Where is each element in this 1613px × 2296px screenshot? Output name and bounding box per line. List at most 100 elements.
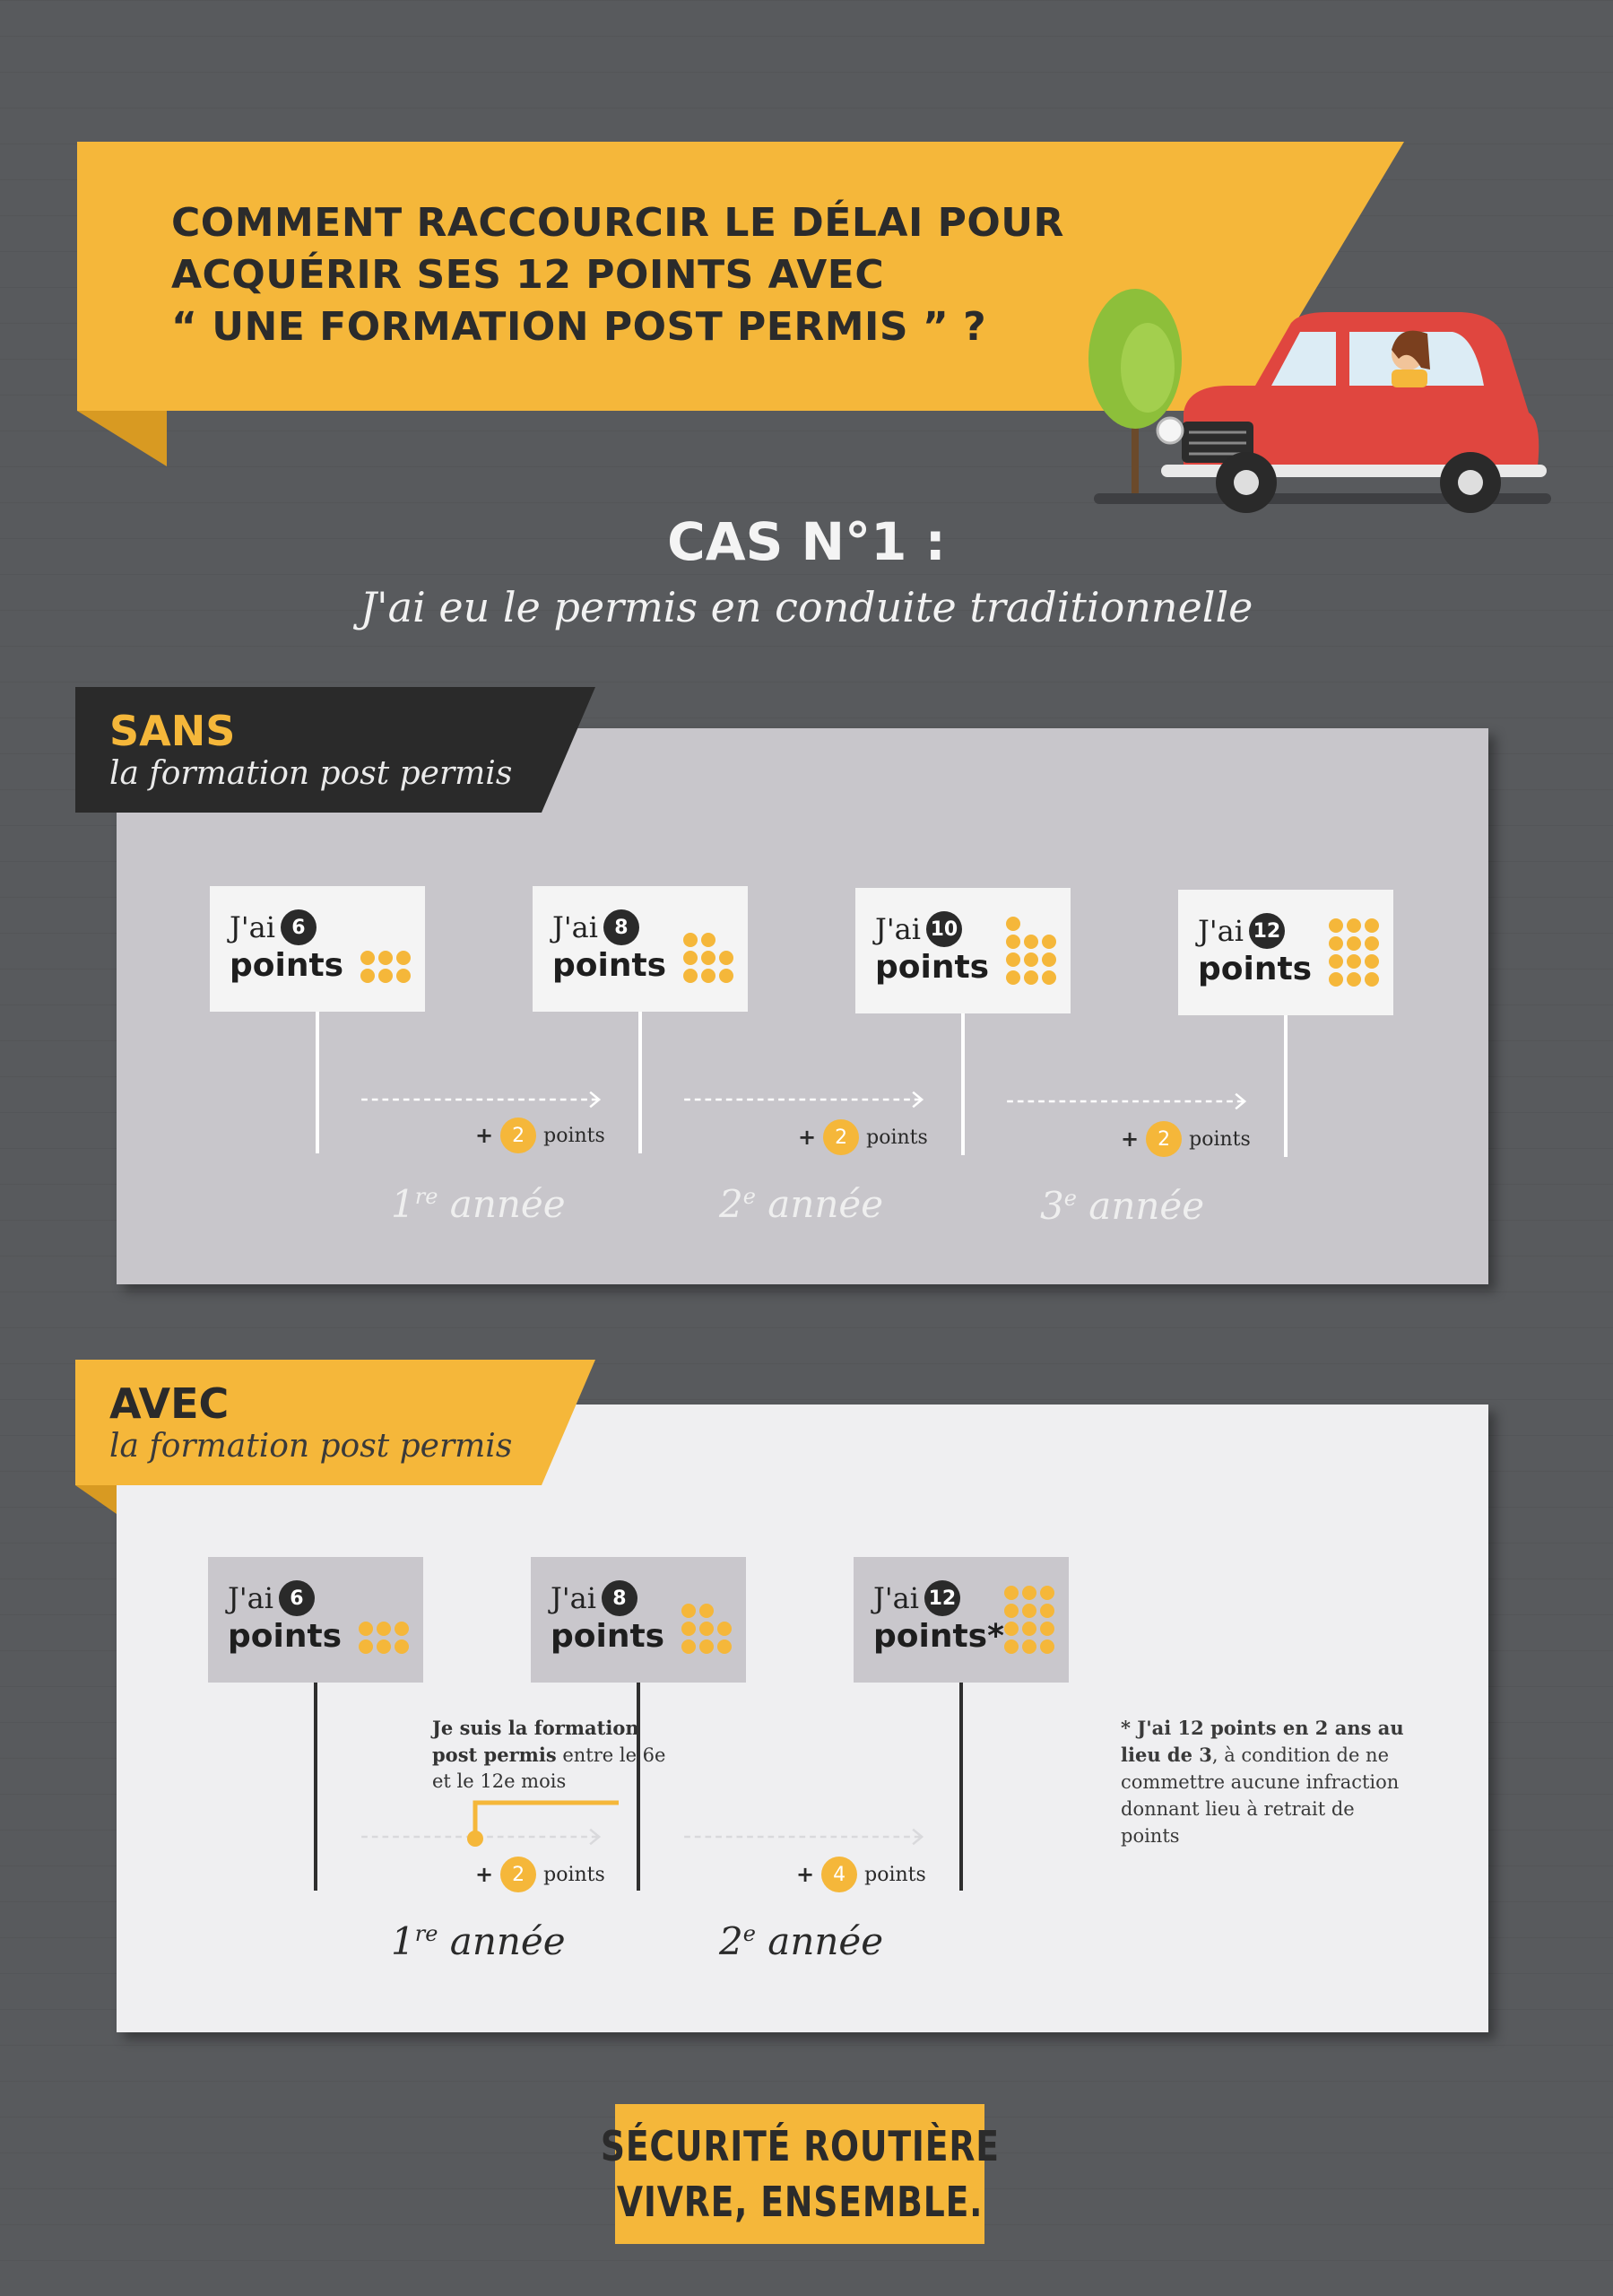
point-dot [683, 933, 698, 947]
point-dot [1006, 970, 1020, 985]
point-dot [701, 933, 715, 947]
point-dot [699, 1622, 714, 1636]
points-badge: 8 [603, 909, 639, 945]
point-dot [681, 1604, 696, 1618]
tab-avec-title: AVEC [109, 1379, 230, 1428]
panel-avec [117, 1405, 1488, 2032]
banner-shape [77, 142, 1404, 466]
gain-unit: points [866, 1126, 928, 1149]
point-dot [1042, 970, 1056, 985]
callout-bold: Je suis la formation post permis [432, 1717, 639, 1766]
point-dot [1004, 1639, 1019, 1654]
dashed-arrow-icon [361, 1091, 602, 1109]
sign-prefix: J'ai [875, 912, 921, 946]
year-label: 3e année [1040, 1184, 1204, 1228]
point-dot [1347, 936, 1361, 951]
point-dot [360, 951, 375, 965]
point-dot [359, 1639, 373, 1654]
point-dot [396, 969, 411, 983]
point-dot [1365, 936, 1379, 951]
logo-line-2: VIVRE, ENSEMBLE. [616, 2178, 984, 2226]
point-dot [1022, 1604, 1036, 1618]
point-dot [1365, 954, 1379, 969]
point-dots-icon [680, 1557, 733, 1683]
point-dot [699, 1639, 714, 1654]
year-number: 1 [391, 1182, 415, 1226]
sign-pole [637, 1683, 640, 1891]
point-dot [717, 1639, 732, 1654]
title-line-2: ACQUÉRIR SES 12 POINTS AVEC [171, 252, 885, 298]
point-dot [701, 951, 715, 965]
tab-sans-title: SANS [109, 707, 236, 755]
year-number: 2 [719, 1182, 743, 1226]
point-dot [1024, 935, 1038, 949]
title-line-1: COMMENT RACCOURCIR LE DÉLAI POUR [171, 200, 1064, 246]
sign-pole [1284, 1015, 1288, 1157]
point-dot [1024, 970, 1038, 985]
point-dot [1040, 1586, 1054, 1600]
year-label: 2e année [719, 1182, 883, 1226]
sign-pole [638, 1012, 642, 1153]
year-word: année [449, 1182, 566, 1226]
point-dot [1006, 935, 1020, 949]
points-badge: 8 [601, 1580, 637, 1616]
year-number: 2 [719, 1919, 743, 1963]
point-dot [1040, 1604, 1054, 1618]
point-dot [1006, 952, 1020, 967]
gain-value: 2 [823, 1119, 860, 1155]
point-dot [1329, 936, 1343, 951]
year-word: année [767, 1182, 884, 1226]
point-dot [1347, 954, 1361, 969]
formation-marker [467, 1800, 619, 1847]
case-title: CAS N°1 : [667, 511, 946, 572]
point-dot [395, 1622, 409, 1636]
point-dot [1022, 1622, 1036, 1636]
gain-unit: points [1189, 1127, 1251, 1151]
point-dot [1365, 918, 1379, 933]
point-dot [683, 969, 698, 983]
point-dot [360, 969, 375, 983]
point-dot [701, 969, 715, 983]
title-banner: COMMENT RACCOURCIR LE DÉLAI POUR ACQUÉRI… [77, 142, 1404, 466]
dashed-arrow-icon [1007, 1092, 1247, 1110]
tab-sans-subtitle: la formation post permis [109, 755, 513, 792]
point-dot [1042, 952, 1056, 967]
point-dots-icon [1327, 890, 1381, 1015]
gain-unit: points [543, 1863, 605, 1886]
point-dot [681, 1639, 696, 1654]
points-gain: + 2 points [798, 1119, 928, 1155]
point-dot [1329, 972, 1343, 987]
points-gain: + 2 points [475, 1118, 605, 1153]
sign-prefix: J'ai [873, 1581, 919, 1615]
car-icon [1156, 312, 1547, 513]
year-suffix: e [742, 1921, 756, 1946]
point-dot [377, 1639, 391, 1654]
point-dot [719, 969, 733, 983]
point-dot [681, 1622, 696, 1636]
points-gain: + 2 points [1121, 1121, 1251, 1157]
footnote-bold: * J'ai 12 points en 2 ans au lieu de 3 [1121, 1717, 1404, 1766]
point-dots-icon [1002, 1557, 1056, 1683]
sign-prefix: J'ai [228, 1581, 273, 1615]
point-dot [359, 1622, 373, 1636]
point-dot [377, 1622, 391, 1636]
sign-label: points [1198, 951, 1313, 987]
plus-sign: + [475, 1123, 494, 1148]
point-dot [1040, 1639, 1054, 1654]
point-dots-icon [359, 886, 412, 1012]
year-number: 1 [391, 1919, 415, 1963]
points-badge: 10 [925, 911, 962, 947]
point-dot [1004, 1604, 1019, 1618]
securite-routiere-logo: SÉCURITÉ ROUTIÈRE VIVRE, ENSEMBLE. [601, 2104, 999, 2244]
point-dot [1022, 1639, 1036, 1654]
footnote: * J'ai 12 points en 2 ans au lieu de 3, … [1121, 1715, 1408, 1849]
logo-line-1: SÉCURITÉ ROUTIÈRE [600, 2122, 1000, 2170]
callout-text: entre le 6e et le 12e mois [432, 1744, 666, 1792]
points-badge: 6 [278, 1580, 315, 1616]
page-title: COMMENT RACCOURCIR LE DÉLAI POUR ACQUÉRI… [171, 197, 1064, 353]
sign-label: points [228, 1618, 343, 1655]
